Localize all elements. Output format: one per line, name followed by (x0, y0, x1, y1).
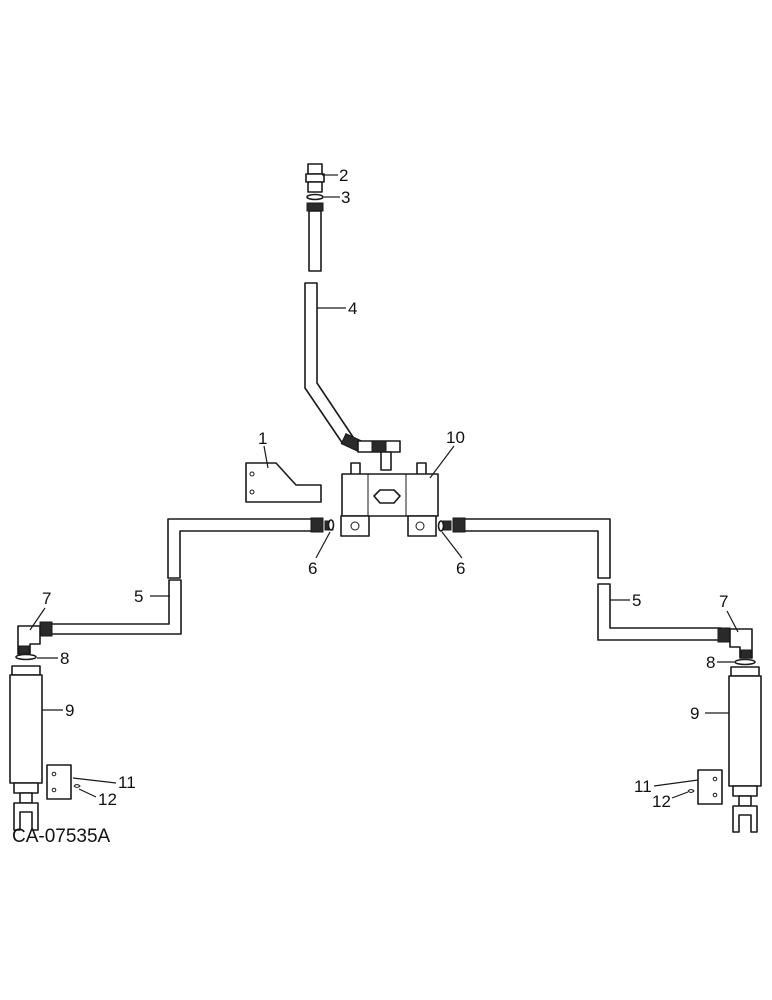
callout-3: 3 (341, 188, 350, 207)
callout-6-right: 6 (456, 559, 465, 578)
callout-7-right: 7 (719, 592, 728, 611)
callout-12-right: 12 (652, 792, 671, 811)
callout-11-left: 11 (118, 773, 136, 792)
callout-5-right: 5 (632, 591, 641, 610)
callout-6-left: 6 (308, 559, 317, 578)
part-o-ring-top (306, 193, 324, 201)
callout-7-left: 7 (42, 589, 51, 608)
callout-1: 1 (258, 429, 267, 448)
callout-4: 4 (348, 299, 357, 318)
callout-2: 2 (339, 166, 348, 185)
callout-10: 10 (446, 428, 465, 447)
part-seal-right (734, 658, 756, 666)
part-seal-left (15, 653, 37, 661)
part-o-ring-right-6 (437, 520, 445, 532)
callout-8-right: 8 (706, 653, 715, 672)
part-plate-right (697, 769, 723, 805)
callout-8-left: 8 (60, 649, 69, 668)
part-cylinder-right (728, 666, 762, 833)
part-cylinder-left (9, 665, 43, 831)
reference-code: CA-07535A (12, 826, 111, 847)
part-pipe-right-upper (442, 517, 611, 579)
part-pin-right (687, 789, 695, 793)
part-fitting-top (305, 163, 325, 193)
part-elbow-right (729, 628, 753, 659)
callout-9-left: 9 (65, 701, 74, 720)
part-plate-left (46, 764, 72, 800)
leader-lines (29, 174, 739, 799)
part-pin-left (73, 784, 81, 788)
part-pipe-right-lower (597, 583, 731, 643)
part-pipe-left-lower (39, 579, 182, 637)
part-pipe-left-upper (167, 517, 334, 579)
part-elbow-left (17, 625, 41, 655)
part-valve-block (340, 462, 439, 537)
callout-11-right: 11 (634, 777, 652, 796)
callout-12-left: 12 (98, 790, 117, 809)
part-tee-fitting (357, 440, 401, 471)
callout-5-left: 5 (134, 587, 143, 606)
callout-9-right: 9 (690, 704, 699, 723)
part-pipe-upper (306, 202, 324, 272)
part-bracket (245, 462, 322, 503)
part-o-ring-left-6 (327, 519, 335, 531)
